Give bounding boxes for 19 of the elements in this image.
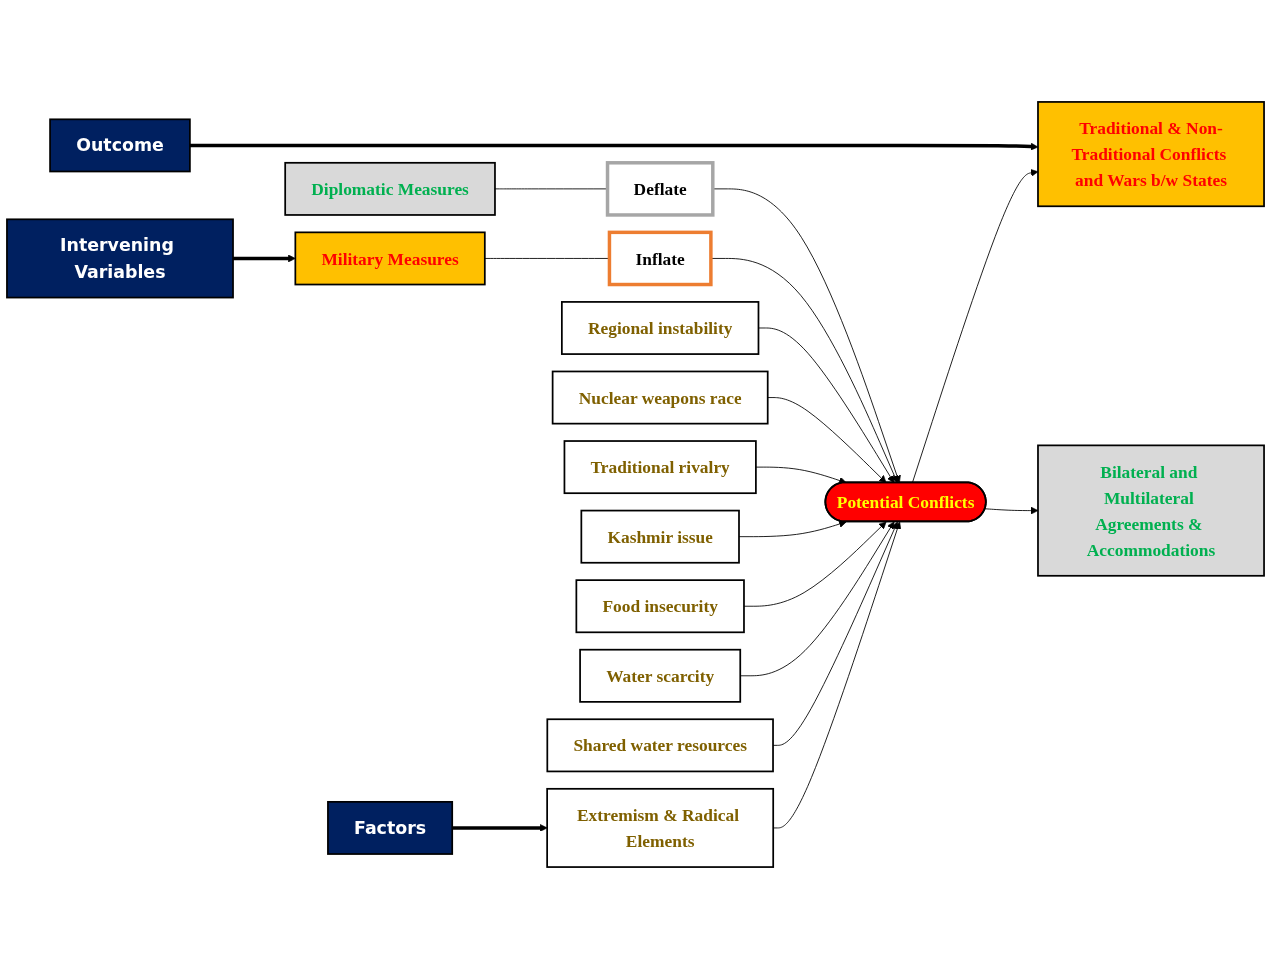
node-box: Regional instability <box>561 301 760 355</box>
node-box: Outcome <box>49 118 191 173</box>
node-box: Diplomatic Measures <box>284 161 496 216</box>
node-box: Military Measures <box>294 231 486 286</box>
arrow <box>233 254 296 263</box>
node-box: Shared water resources <box>546 718 774 773</box>
node-box: Factors <box>327 801 454 855</box>
node-box: Traditional & Non-Traditional Conflicts and Wars b/w States <box>1037 101 1265 208</box>
node-box: Inflate <box>607 230 713 287</box>
node-box: Bilateral and Multilateral Agreements & Accommodations <box>1037 444 1265 577</box>
node-box: Kashmir issue <box>580 509 740 564</box>
node-box: Water scarcity <box>579 648 742 703</box>
node-box: Deflate <box>605 161 715 217</box>
node-box: Traditional rivalry <box>563 440 757 495</box>
node-box: Intervening Variables <box>6 218 234 299</box>
node-box: Nuclear weapons race <box>551 370 769 425</box>
node-box: Extremism & Radical Elements <box>546 787 775 868</box>
arrow <box>452 824 548 832</box>
node-box: Food insecurity <box>575 579 745 634</box>
